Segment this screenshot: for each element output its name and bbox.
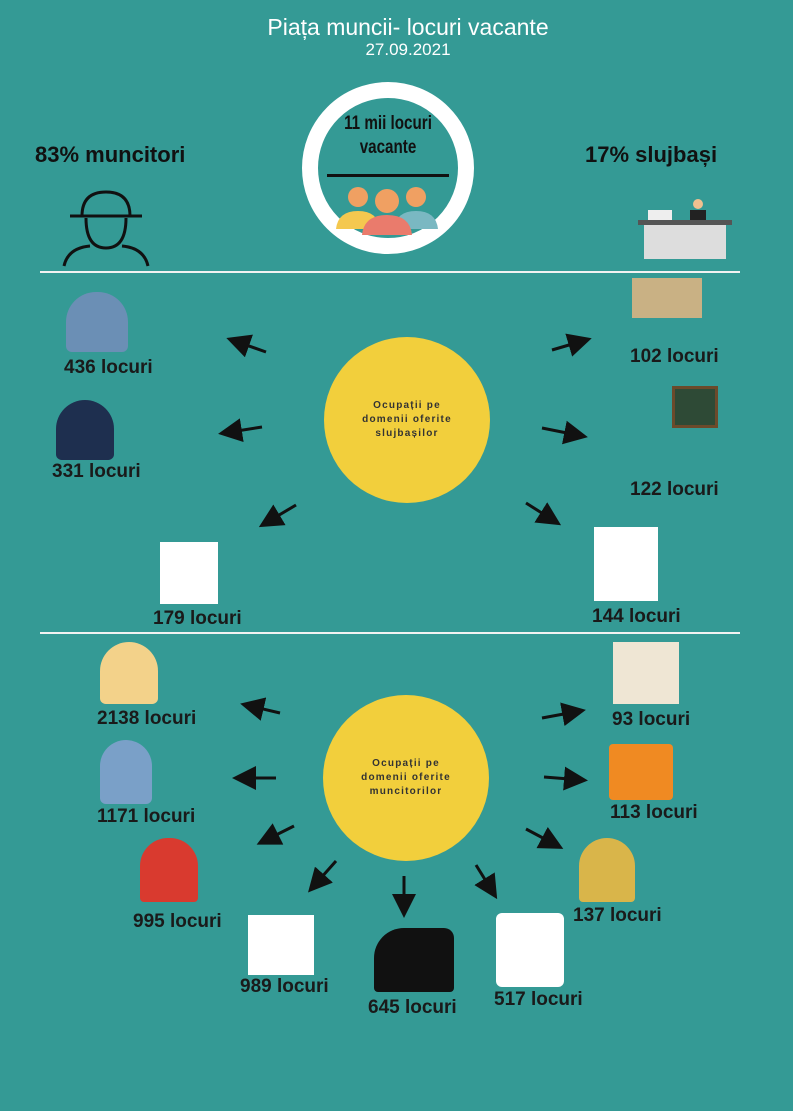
job-count: 113 locuri <box>610 802 698 823</box>
arrow-icon <box>256 823 295 845</box>
job-count: 517 locuri <box>494 989 583 1010</box>
arrow-icon <box>551 333 592 357</box>
arrow-icon <box>541 420 588 445</box>
chef-icon <box>496 913 564 987</box>
doctor-icon <box>66 292 128 352</box>
builder-icon <box>248 915 314 975</box>
barber-tools-icon <box>613 642 679 704</box>
clerks-circle-text: Ocupații pe <box>373 400 441 411</box>
seamstress-icon <box>100 642 158 704</box>
desk-work-icon <box>632 278 702 318</box>
workers-percent: 83% muncitori <box>35 142 186 167</box>
clerks-circle: Ocupații pe domenii oferite slujbașilor <box>324 337 490 503</box>
clerks-percent: 17% slujbași <box>585 142 718 167</box>
job-count: 1171 locuri <box>97 806 196 827</box>
technician-icon <box>374 928 454 992</box>
clerks-circle-text: slujbașilor <box>375 428 439 439</box>
workers-circle-text: Ocupații pe <box>372 758 440 769</box>
total-line2: vacante <box>359 137 417 158</box>
police-officer-icon <box>56 400 114 460</box>
total-line1: 11 mii locuri <box>344 113 432 134</box>
arrow-icon <box>258 503 297 528</box>
arrow-icon <box>308 860 338 893</box>
divider <box>40 632 740 634</box>
arrow-icon <box>218 418 263 443</box>
workers-circle: Ocupații pe domenii oferite muncitorilor <box>323 695 489 861</box>
title: Piața muncii- locuri vacante <box>267 14 549 40</box>
people-icon <box>336 187 438 235</box>
date: 27.09.2021 <box>365 40 451 59</box>
arrow-icon <box>543 766 588 791</box>
arrow-icon <box>240 697 281 721</box>
job-count: 436 locuri <box>64 357 153 378</box>
arrow-icon <box>525 826 564 849</box>
divider <box>40 271 740 273</box>
arrow-icon <box>226 334 267 358</box>
arrow-icon <box>541 702 586 727</box>
job-count: 122 locuri <box>630 479 719 500</box>
job-count: 144 locuri <box>592 606 681 627</box>
job-count: 93 locuri <box>612 709 691 730</box>
construction-worker-icon <box>62 190 150 267</box>
job-count: 179 locuri <box>153 608 242 629</box>
arrow-icon <box>474 864 498 900</box>
business-growth-icon <box>160 542 218 604</box>
job-count: 331 locuri <box>52 461 141 482</box>
job-count: 989 locuri <box>240 976 329 997</box>
job-count: 102 locuri <box>630 346 719 367</box>
workers-circle-text: domenii oferite <box>361 772 451 783</box>
job-count: 645 locuri <box>368 997 457 1018</box>
driver-icon <box>100 740 152 804</box>
mechanic-icon <box>594 527 658 601</box>
workers-circle-text: muncitorilor <box>369 786 443 797</box>
clerks-circle-text: domenii oferite <box>362 414 452 425</box>
cashier-icon <box>140 838 198 902</box>
job-count: 2138 locuri <box>97 708 197 729</box>
tractor-icon <box>609 744 673 800</box>
job-count: 995 locuri <box>133 911 222 932</box>
job-count: 137 locuri <box>573 905 662 926</box>
miner-icon <box>579 838 635 902</box>
office-desk-icon <box>638 199 732 259</box>
teacher-icon <box>672 386 718 428</box>
arrow-icon <box>525 501 562 526</box>
